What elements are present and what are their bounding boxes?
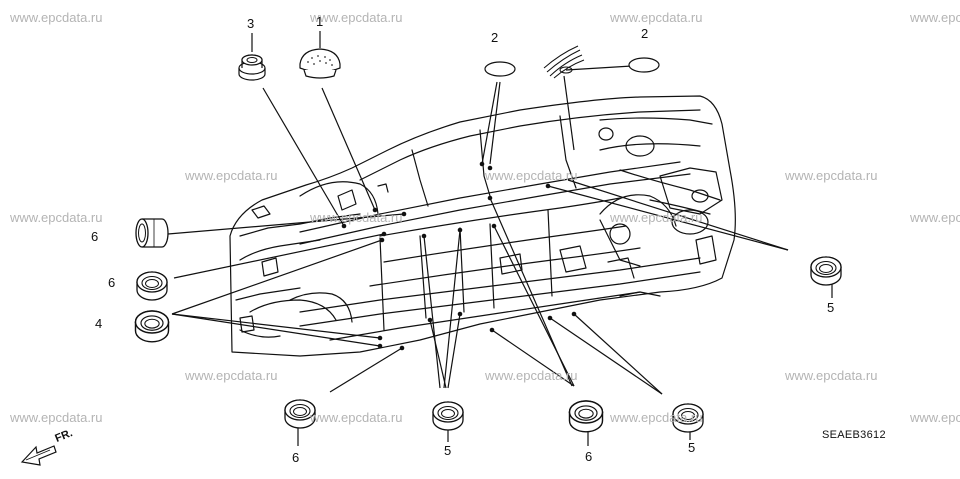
watermark: www.epcdata.ru: [610, 410, 703, 425]
part-2-seal-left: [484, 61, 516, 77]
watermark: www.epcdata.ru: [310, 410, 403, 425]
callout-5-bottom-right: 5: [688, 440, 696, 455]
watermark: www.epcdata.ru: [185, 368, 278, 383]
watermark: www.epcdata.ru: [10, 10, 103, 25]
part-6-grommet-upper: [135, 218, 169, 248]
part-3-grommet: [238, 54, 266, 81]
attachment-points: [341, 161, 577, 351]
callout-6-bottom-left: 6: [292, 450, 300, 465]
watermark: www.epcdata.ru: [785, 368, 878, 383]
callout-5-bottom-center: 5: [444, 443, 452, 458]
callout-1: 1: [316, 14, 324, 29]
part-5-grommet-right: [810, 256, 842, 286]
watermark: www.epcdata.ru: [485, 368, 578, 383]
part-5-grommet-bottom-center: [432, 401, 464, 431]
callout-2-left: 2: [491, 30, 499, 45]
part-1-plug-cap: [299, 48, 341, 79]
watermark: www.epcdata.ru: [310, 10, 403, 25]
callout-4: 4: [95, 316, 103, 331]
watermark: www.epcdata.ru: [185, 168, 278, 183]
callout-stems: [251, 31, 833, 446]
watermark: www.epcdata.ru: [785, 168, 878, 183]
part-4-grommet: [134, 310, 170, 343]
callout-6-upper: 6: [91, 229, 99, 244]
seal-location-hatch: [543, 45, 585, 79]
front-direction-arrow: [20, 445, 57, 466]
leader-lines: [167, 65, 789, 395]
part-2-seal-right: [628, 57, 660, 73]
watermark: www.epcdata.ru: [610, 210, 703, 225]
watermark: www.epcdata.ru: [10, 210, 103, 225]
watermark: www.epcdata.ru: [910, 210, 960, 225]
callout-5-right: 5: [827, 300, 835, 315]
watermark: www.epcdata.ru: [610, 10, 703, 25]
callout-2-right: 2: [641, 26, 649, 41]
watermark: www.epcdata.ru: [910, 410, 960, 425]
car-body: [229, 95, 736, 357]
watermark: www.epcdata.ru: [485, 168, 578, 183]
callout-6-middle: 6: [108, 275, 116, 290]
watermark: www.epcdata.ru: [10, 410, 103, 425]
part-6-grommet-bottom-center: [568, 400, 604, 433]
diagram-code: SEAEB3612: [822, 429, 886, 441]
callout-3: 3: [247, 16, 255, 31]
watermark: www.epcdata.ru: [910, 10, 960, 25]
watermark: www.epcdata.ru: [310, 210, 403, 225]
callout-6-bottom-center: 6: [585, 449, 593, 464]
part-6-grommet-middle: [136, 271, 168, 301]
